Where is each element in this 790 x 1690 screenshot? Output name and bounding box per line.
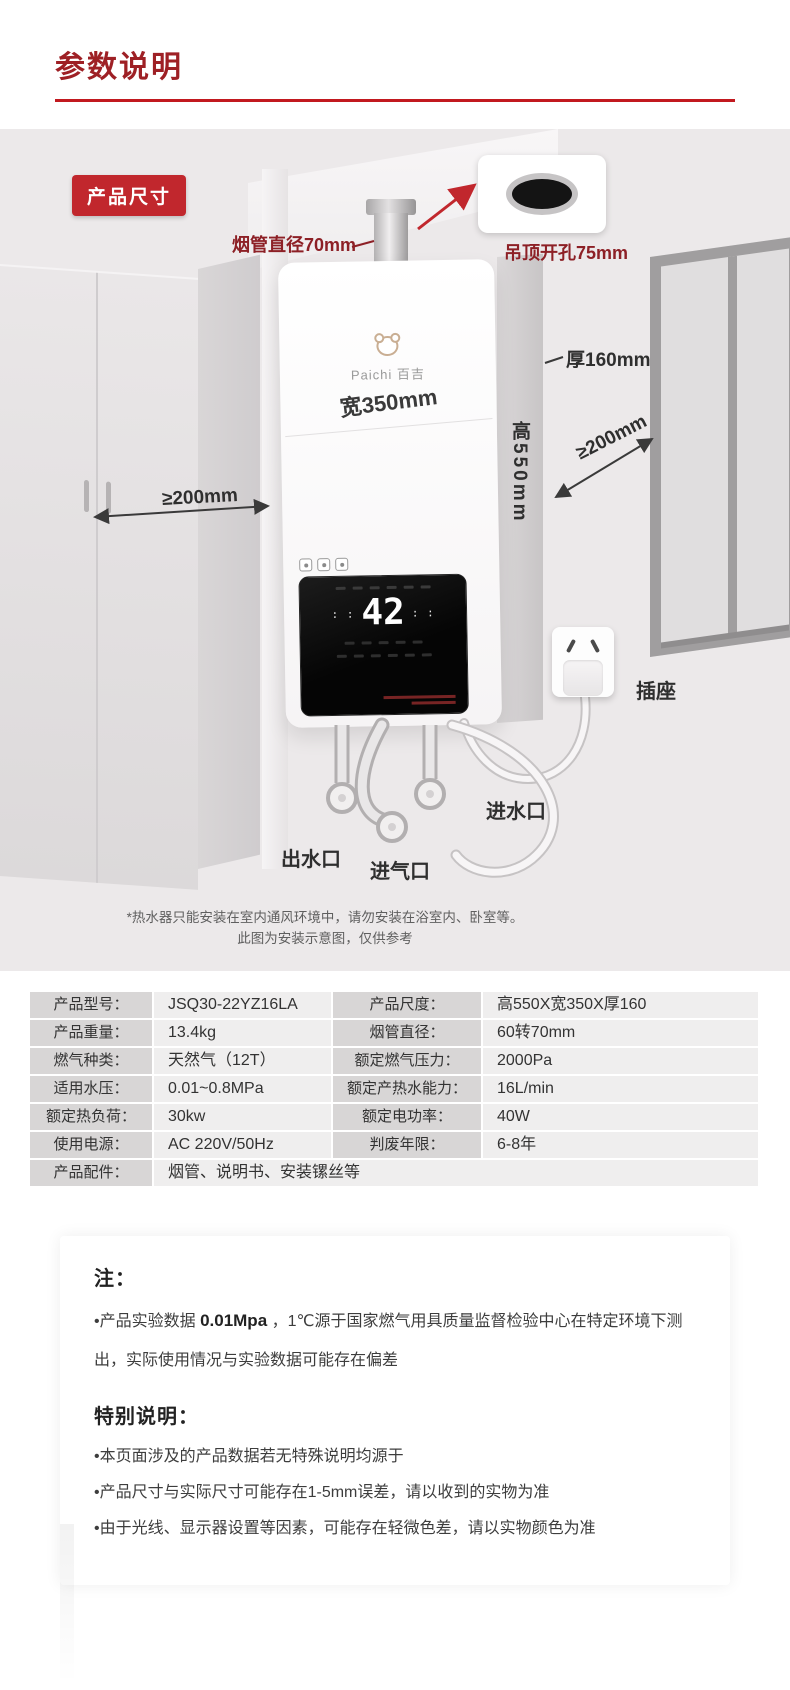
spec-value: 6-8年 [483, 1132, 758, 1158]
spec-value: 60转70mm [483, 1020, 758, 1046]
display-readout: : : 42 : : [324, 594, 442, 632]
height-dimension-label: 高550mm [506, 421, 533, 524]
spec-value: 16L/min [483, 1076, 758, 1102]
note-text: •产品实验数据 [94, 1313, 200, 1330]
right-clearance-label: ≥200mm [573, 411, 651, 465]
water-inlet-label: 进水口 [486, 795, 546, 824]
window [650, 236, 790, 657]
disclaimer-line2: 此图为安装示意图，仅供参考 [55, 928, 595, 949]
spec-label: 额定电功率： [333, 1104, 481, 1130]
special-note-item: •产品尺寸与实际尺寸可能存在1-5mm误差，请以收到的实物为准 [94, 1475, 696, 1511]
spec-label: 适用水压： [30, 1076, 152, 1102]
wardrobe-side-face [198, 255, 260, 869]
cabinet-handle [106, 481, 111, 513]
power-plug [563, 660, 603, 696]
power-socket [552, 627, 614, 697]
notes-card: 注： •产品实验数据 0.01Mpa ，1℃源于国家燃气用具质量监督检验中心在特… [60, 1236, 730, 1585]
display-function-ticks [336, 653, 431, 658]
spec-label: 额定热负荷： [30, 1104, 152, 1130]
cabinet-door-seam [96, 273, 98, 883]
socket-slot [590, 639, 600, 653]
note-bold-value: 0.01Mpa [200, 1311, 267, 1330]
display-dots: : : [412, 606, 435, 619]
depth-dimension-label: 厚160mm [566, 345, 651, 372]
spec-label: 产品尺度： [333, 992, 481, 1018]
left-clearance-label: ≥200mm [161, 485, 238, 511]
product-size-badge: 产品尺寸 [72, 175, 186, 216]
spec-label: 产品型号： [30, 992, 152, 1018]
temperature-value: 42 [361, 595, 405, 632]
flue-diameter-label: 烟管直径70mm [232, 231, 356, 257]
socket-label: 插座 [636, 675, 676, 704]
control-icons [299, 558, 348, 572]
spec-label: 额定燃气压力： [333, 1048, 481, 1074]
special-note-item: •本页面涉及的产品数据若无特殊说明均源于 [94, 1439, 696, 1475]
water-outlet-label: 出水口 [281, 843, 341, 872]
spec-label: 判废年限： [333, 1132, 481, 1158]
power-icon [299, 558, 312, 571]
spec-label: 燃气种类： [30, 1048, 152, 1074]
spec-value: 烟管、说明书、安装镙丝等 [154, 1160, 758, 1186]
spec-value: 0.01~0.8MPa [154, 1076, 331, 1102]
ceiling-hole-card [478, 155, 606, 233]
spec-label: 额定产热水能力： [333, 1076, 481, 1102]
bear-ear [390, 333, 400, 343]
bear-logo-icon [373, 333, 401, 359]
display-function-ticks [345, 640, 423, 644]
spec-label: 烟管直径： [333, 1020, 481, 1046]
spec-value: JSQ30-22YZ16LA [154, 992, 331, 1018]
temperature-display: : : 42 : : [298, 574, 468, 717]
socket-slot [566, 639, 576, 653]
display-status-ticks [335, 585, 430, 590]
spec-value: 高550X宽350X厚160 [483, 992, 758, 1018]
special-note-item: •由于光线、显示器设置等因素，可能存在轻微色差，请以实物颜色为准 [94, 1511, 696, 1547]
cabinet-handle [84, 480, 89, 512]
spec-value: 2000Pa [483, 1048, 758, 1074]
disclaimer-line1: *热水器只能安装在室内通风环境中，请勿安装在浴室内、卧室等。 [55, 907, 595, 928]
experiment-note: •产品实验数据 0.01Mpa ，1℃源于国家燃气用具质量监督检验中心在特定环境… [94, 1301, 696, 1380]
spec-value: 天然气（12T） [154, 1048, 331, 1074]
ceiling-hole-icon [506, 173, 578, 215]
display-model-text [384, 695, 456, 705]
spec-label: 使用电源： [30, 1132, 152, 1158]
window-sill [661, 624, 789, 648]
special-notes-heading: 特别说明： [94, 1400, 696, 1429]
spec-value: 30kw [154, 1104, 331, 1130]
lock-icon [335, 558, 348, 571]
ceiling-hole-label: 吊顶开孔75mm [504, 239, 628, 265]
spec-table: 产品型号： JSQ30-22YZ16LA 产品尺度： 高550X宽350X厚16… [30, 992, 760, 1186]
spec-value: AC 220V/50Hz [154, 1132, 331, 1158]
spec-value: 13.4kg [154, 1020, 331, 1046]
gas-inlet-label: 进气口 [370, 855, 430, 884]
installation-diagram: Paichi 百吉 宽350mm : : 42 : : 产品尺 [0, 129, 790, 971]
wardrobe-cabinet [0, 264, 198, 890]
display-dots: : : [331, 607, 354, 620]
title-underline [55, 99, 735, 102]
spec-value: 40W [483, 1104, 758, 1130]
notes-heading: 注： [94, 1262, 696, 1291]
diagram-disclaimer: *热水器只能安装在室内通风环境中，请勿安装在浴室内、卧室等。 此图为安装示意图，… [55, 907, 595, 949]
bottom-shadow [60, 1524, 74, 1684]
mode-icon [317, 558, 330, 571]
spec-label: 产品配件： [30, 1160, 152, 1186]
water-heater: Paichi 百吉 宽350mm : : 42 : : [278, 259, 502, 728]
spec-label: 产品重量： [30, 1020, 152, 1046]
page-title: 参数说明 [55, 42, 735, 86]
page-header: 参数说明 [0, 0, 790, 102]
window-mullion [728, 256, 737, 635]
